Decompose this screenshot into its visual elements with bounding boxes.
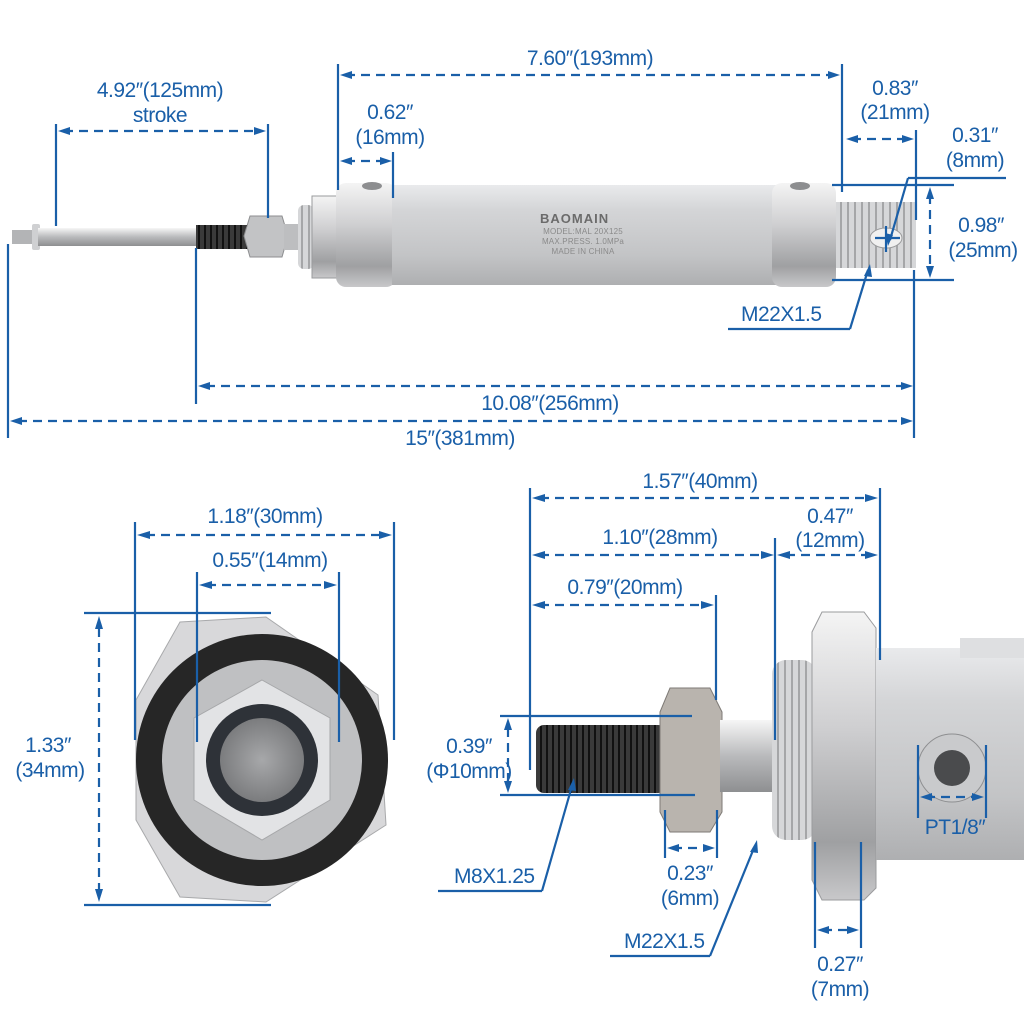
rear-clevis-inch-label: 0.83″ — [872, 77, 918, 100]
brand-label: BAOMAIN — [540, 211, 610, 226]
clevis-hole-mm-label: (8mm) — [945, 149, 1005, 172]
cylinder-end-view — [135, 616, 388, 903]
side-view-dimensions — [6, 64, 1006, 438]
nut-to-cap-mm-label: (12mm) — [795, 529, 865, 552]
rod-thread — [196, 225, 252, 249]
rod-detail-view — [536, 611, 1024, 901]
nut-thickness-mm-label: (6mm) — [660, 887, 720, 910]
rod-detail-shaft — [720, 720, 782, 792]
nut-thickness-inch-label: 0.23″ — [667, 862, 713, 885]
rod-spacer — [284, 224, 302, 250]
rod-extension-label: 1.10″(28mm) — [602, 526, 718, 549]
rod-tip — [12, 230, 34, 244]
rod-thread-label: M8X1.25 — [454, 865, 535, 888]
mount-nut — [811, 611, 877, 901]
rod-detail-dimensions — [438, 488, 988, 958]
stroke-length-label: 4.92″(125mm) — [96, 79, 224, 102]
model-line: MODEL:MAL 20X125 — [543, 227, 623, 236]
mount-nut-mm-label: (7mm) — [810, 978, 870, 1001]
rear-clevis-mm-label: (21mm) — [860, 101, 930, 124]
rear-end-cap — [772, 183, 836, 287]
rod-jam-nut — [243, 215, 289, 258]
end-height-inch-label: 1.33″ — [25, 734, 71, 757]
body-length-label: 7.60″(193mm) — [526, 47, 654, 70]
inner-width-label: 0.55″(14mm) — [212, 549, 328, 572]
clevis-hole-inch-label: 0.31″ — [952, 124, 998, 147]
clevis-width-inch-label: 0.98″ — [958, 214, 1004, 237]
mount-boss-thread — [772, 660, 816, 840]
stroke-caption-label: stroke — [132, 104, 188, 127]
mount-nut-inch-label: 0.27″ — [817, 953, 863, 976]
front-cap-inch-label: 0.62″ — [367, 101, 413, 124]
end-rod-face — [220, 718, 304, 802]
end-view-dimensions — [84, 522, 396, 907]
front-port — [362, 182, 382, 190]
rear-port — [790, 182, 810, 190]
cylinder-side-view — [12, 182, 916, 287]
rod-diameter-mm-label: (Φ10mm) — [426, 760, 512, 783]
origin-line: MADE IN CHINA — [551, 247, 615, 256]
port-hole — [934, 750, 970, 786]
end-height-mm-label: (34mm) — [15, 759, 85, 782]
pressure-line: MAX.PRESS. 1.0MPa — [541, 237, 625, 246]
spec-text: MODEL:MAL 20X125 MAX.PRESS. 1.0MPa MADE … — [528, 227, 638, 257]
mount-thread-label: M22X1.5 — [624, 930, 705, 953]
piston-rod — [38, 228, 198, 246]
overall-rod-label: 1.57″(40mm) — [642, 470, 758, 493]
front-end-cap — [336, 183, 396, 287]
clevis-width-mm-label: (25mm) — [948, 239, 1018, 262]
extended-length-label: 15″(381mm) — [405, 427, 515, 450]
port-size-label: PT1/8″ — [924, 816, 986, 839]
nut-to-cap-inch-label: 0.47″ — [807, 505, 853, 528]
rod-detail-thread — [536, 725, 666, 793]
rod-detail-cap-step — [960, 638, 1024, 658]
thread-length-label: 0.79″(20mm) — [567, 576, 683, 599]
outer-width-label: 1.18″(30mm) — [207, 505, 323, 528]
front-boss-thread — [298, 205, 314, 269]
rod-diameter-inch-label: 0.39″ — [446, 735, 492, 758]
retracted-length-label: 10.08″(256mm) — [481, 392, 619, 415]
front-cap-mm-label: (16mm) — [355, 126, 425, 149]
rear-thread-label: M22X1.5 — [741, 303, 822, 326]
cylinder-barrel — [392, 185, 782, 285]
rod-detail-jam-nut — [659, 687, 723, 833]
